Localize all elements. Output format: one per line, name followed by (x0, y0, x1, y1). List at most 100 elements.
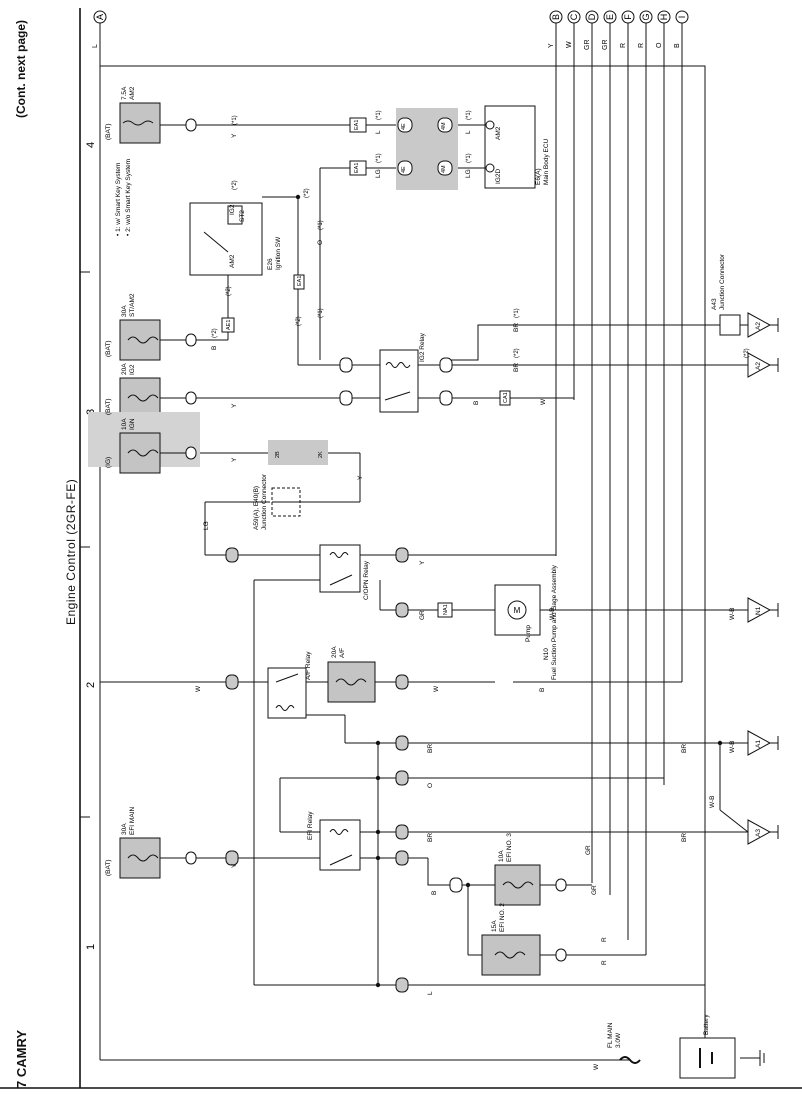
svg-text:A43: A43 (711, 298, 718, 310)
svg-text:(*1): (*1) (466, 153, 472, 163)
svg-text:B: B (551, 14, 561, 20)
svg-text:BR: BR (681, 744, 688, 753)
fuse-af (327, 661, 376, 703)
svg-text:N1: N1 (755, 606, 762, 615)
af-relay (267, 667, 307, 719)
svg-text:CA1: CA1 (503, 392, 509, 403)
fuse-efi-no2 (481, 934, 567, 976)
svg-text:3.0W: 3.0W (615, 1032, 622, 1048)
ground-a2-2 (747, 352, 779, 378)
top-connectors: A B C D E F G H I (93, 10, 689, 24)
svg-text:2K: 2K (318, 451, 324, 458)
svg-text:(*2): (*2) (296, 316, 302, 326)
svg-text:L: L (427, 991, 434, 995)
svg-text:ST/AM2: ST/AM2 (129, 293, 136, 317)
svg-text:EFI NO. 2: EFI NO. 2 (499, 903, 506, 932)
svg-text:10A: 10A (498, 850, 505, 862)
wires (99, 23, 749, 1061)
grid-numbers: 1 2 3 4 (85, 142, 97, 950)
svg-text:30A: 30A (121, 305, 128, 317)
svg-text:4M: 4M (441, 122, 447, 130)
svg-text:2B: 2B (275, 451, 281, 458)
svg-text:EFI NO. 3: EFI NO. 3 (506, 833, 513, 862)
svg-text:A: A (95, 14, 105, 20)
svg-text:W: W (593, 1063, 600, 1070)
svg-text:IG2: IG2 (129, 364, 136, 375)
svg-text:BR: BR (681, 833, 688, 842)
connector-I: I (675, 10, 689, 24)
svg-text:W-B: W-B (709, 795, 716, 808)
svg-text:F: F (623, 14, 633, 20)
svg-text:IGN: IGN (129, 418, 136, 430)
svg-text:O: O (427, 783, 434, 788)
svg-text:W: W (195, 685, 202, 692)
svg-text:C/OPN Relay: C/OPN Relay (363, 560, 370, 600)
svg-text:20A: 20A (331, 646, 338, 658)
svg-text:I: I (677, 16, 687, 19)
svg-text:GR: GR (602, 40, 609, 51)
svg-text:B: B (473, 401, 480, 405)
svg-text:R: R (601, 960, 608, 965)
option-markers: (*1) (*1) (*1) (*1) (*1) (*2) (*2) (*2) … (212, 110, 750, 358)
svg-text:E: E (605, 14, 615, 20)
ground-n1 (747, 597, 779, 623)
svg-text:A59(A), E40(B): A59(A), E40(B) (253, 486, 260, 530)
connector-G: G (639, 10, 653, 24)
connector-F: F (621, 10, 635, 24)
svg-text:Y: Y (548, 43, 555, 48)
svg-text:O: O (656, 42, 663, 48)
top-wire-colors: L Y W GR GR R R O B (92, 40, 681, 51)
connector-pads (221, 117, 511, 993)
svg-text:Y: Y (419, 560, 426, 565)
svg-text:AM2: AM2 (495, 126, 502, 140)
svg-text:IG2D: IG2D (495, 169, 502, 184)
svg-text:(BAT): (BAT) (105, 860, 112, 877)
svg-text:(*1): (*1) (466, 110, 472, 120)
fuel-pump: M (494, 584, 541, 636)
svg-text:30A: 30A (121, 823, 128, 835)
main-body-ecu (484, 105, 536, 189)
svg-text:(BAT): (BAT) (105, 399, 112, 416)
svg-text:A/F Relay: A/F Relay (305, 651, 312, 680)
svg-text:Pump: Pump (525, 625, 532, 642)
svg-text:EA1: EA1 (297, 276, 303, 286)
battery (679, 1037, 765, 1079)
wire-labels: Y L L LG LG B Y Y O B W BR BR Y LG Y GR … (195, 130, 736, 1070)
fuse-st-am2 (119, 319, 197, 361)
fuse-efi-main (119, 837, 197, 879)
svg-text:Y: Y (231, 403, 238, 408)
svg-text:W-B: W-B (729, 607, 736, 620)
svg-text:M: M (514, 606, 521, 615)
grid-number: 4 (85, 142, 97, 148)
svg-text:(IG): (IG) (105, 457, 112, 468)
svg-text:BR: BR (513, 323, 520, 332)
c-opn-relay (319, 544, 361, 593)
svg-text:(BAT): (BAT) (105, 341, 112, 358)
svg-text:GR: GR (585, 845, 592, 855)
svg-text:LG: LG (465, 169, 472, 178)
svg-text:W-B: W-B (729, 740, 736, 753)
fuse-labels: (BAT) 7.5A AM2 (BAT) 30A ST/AM2 (BAT) 20… (105, 86, 622, 1048)
svg-text:B: B (539, 688, 546, 692)
svg-text:(*1): (*1) (376, 110, 382, 120)
svg-text:W: W (433, 685, 440, 692)
svg-text:(BAT): (BAT) (105, 124, 112, 141)
svg-text:FL MAIN: FL MAIN (607, 1022, 614, 1048)
svg-text:15A: 15A (491, 920, 498, 932)
fuse-efi-no3 (494, 864, 567, 906)
svg-text:BR: BR (427, 833, 434, 842)
grounds (747, 312, 779, 845)
fuses (88, 102, 641, 1064)
svg-text:(*2): (*2) (226, 286, 232, 296)
footnote-1: • 1: w/ Smart Key System (115, 163, 122, 236)
svg-text:A1: A1 (755, 740, 762, 748)
svg-text:AE1: AE1 (226, 320, 232, 330)
svg-text:W: W (540, 398, 547, 405)
fuse-am2 (119, 102, 197, 144)
svg-text:E26: E26 (267, 258, 274, 270)
connector-A: A (93, 10, 107, 24)
connector-D: D (585, 10, 599, 24)
svg-text:NA1: NA1 (443, 604, 449, 615)
